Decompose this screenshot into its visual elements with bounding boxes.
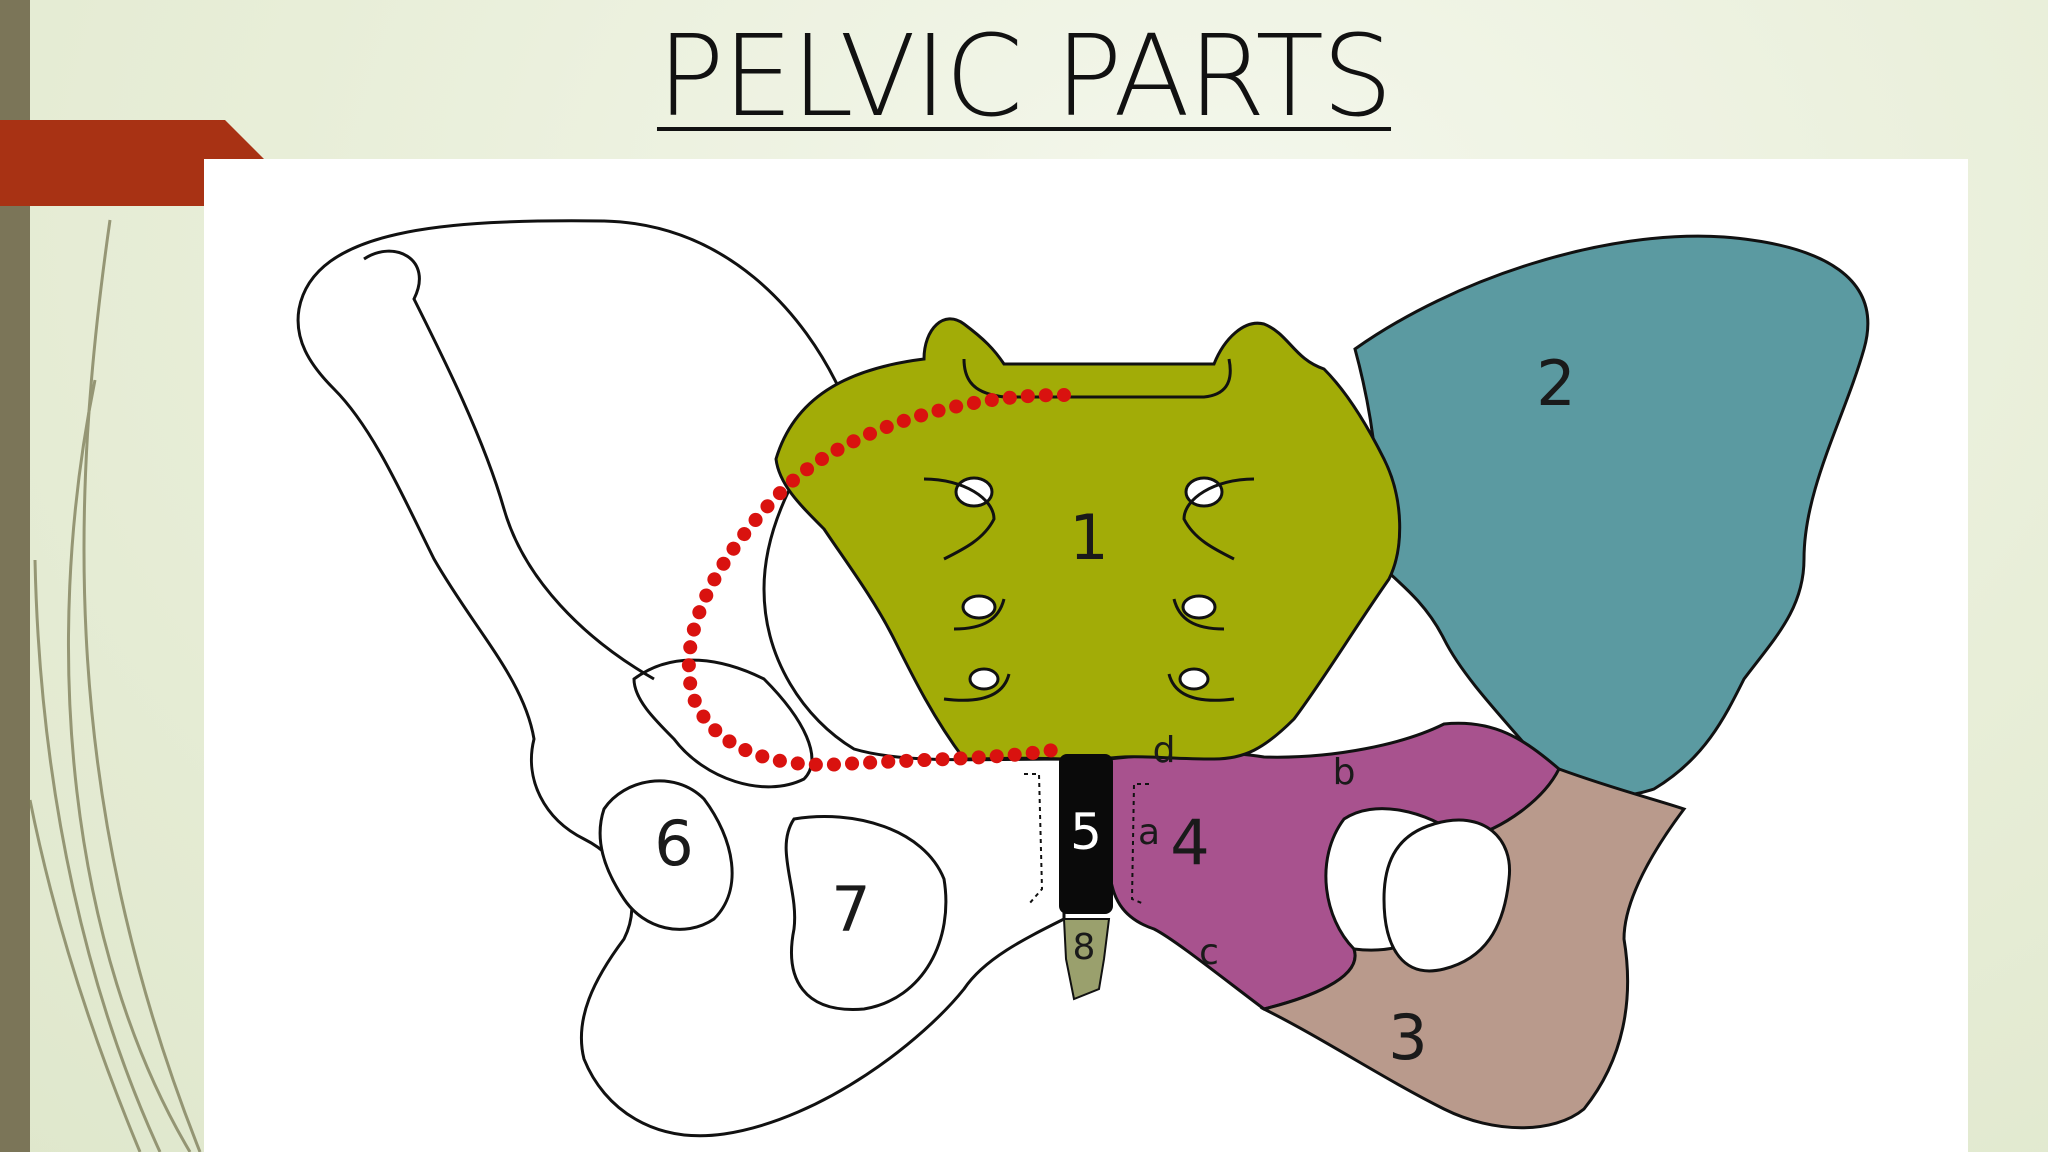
pubic-symphysis — [1059, 754, 1113, 914]
label-3: 3 — [1388, 1001, 1427, 1074]
decorative-lines — [28, 219, 202, 1152]
acetabulum — [598, 779, 734, 931]
label-c: c — [1199, 932, 1219, 973]
label-8: 8 — [1073, 927, 1096, 968]
sacrum-region — [774, 317, 1402, 761]
label-5: 5 — [1070, 803, 1102, 861]
ilium-region — [1353, 234, 1870, 798]
coccyx — [1062, 918, 1111, 1001]
label-7: 7 — [831, 873, 870, 946]
label-2: 2 — [1536, 347, 1575, 420]
pubis-region — [1107, 721, 1561, 1011]
obturator-foramen-right — [1382, 818, 1512, 973]
label-b: b — [1333, 752, 1356, 793]
label-6: 6 — [654, 807, 693, 880]
pelvis-diagram: 1 2 3 4 5 6 7 8 a b c d — [296, 219, 1870, 1138]
label-d: d — [1153, 730, 1176, 771]
label-4: 4 — [1170, 806, 1209, 879]
obturator-foramen-left — [784, 815, 948, 1011]
slide-title: PELVIC PARTS — [656, 12, 1393, 142]
label-1: 1 — [1069, 501, 1108, 574]
pelvic-brim-dotted-line — [681, 387, 1071, 772]
label-a: a — [1138, 812, 1160, 853]
